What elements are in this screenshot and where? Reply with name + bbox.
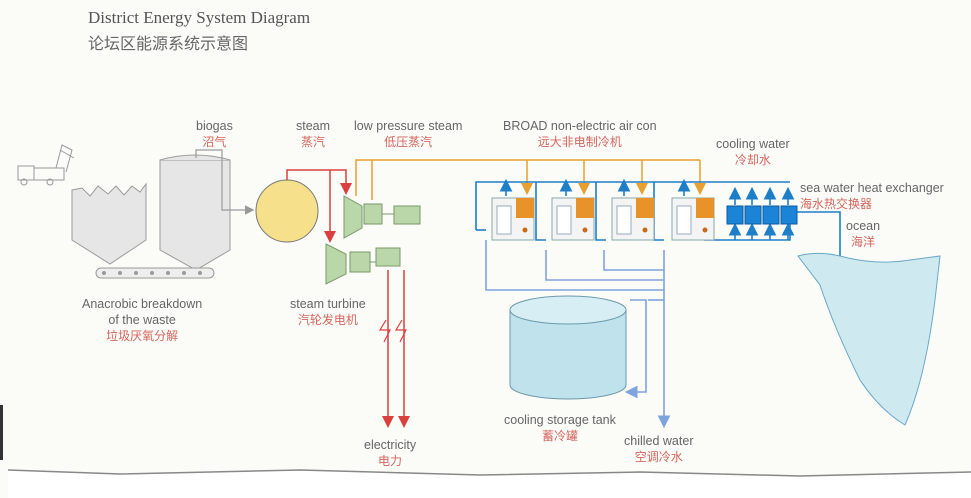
steam-turbine-upper <box>343 195 421 239</box>
aircon-unit-3 <box>611 197 655 241</box>
digester-tanks <box>71 154 231 279</box>
lp-steam-main <box>355 159 700 196</box>
aircon-units <box>491 197 715 241</box>
lightning-icon-1 <box>378 319 391 343</box>
biogas-pipe <box>195 149 255 215</box>
aircon-unit-4 <box>671 197 715 241</box>
ocean <box>797 252 941 426</box>
aircon-unit-2 <box>551 197 595 241</box>
boiler-sphere <box>255 179 319 243</box>
left-edge-mark <box>0 405 3 460</box>
diagram-subtitle: 论坛区能源系统示意图 <box>88 34 249 53</box>
lightning-icon-2 <box>394 319 407 343</box>
digester-tank-left <box>71 182 147 265</box>
aircon-unit-1 <box>491 197 535 241</box>
digester-tank-right <box>159 159 231 271</box>
waste-truck-icon <box>17 144 75 186</box>
cooling-storage-tank <box>509 295 627 400</box>
steam-pipe-top <box>286 169 352 195</box>
steam-turbine-lower <box>325 243 401 285</box>
chilled-water-return <box>485 240 664 291</box>
diagram-title: District Energy System Diagram <box>88 8 311 27</box>
conveyor-belt <box>95 267 215 279</box>
page-bottom-edge <box>8 470 971 498</box>
sea-water-heat-exchanger <box>726 205 798 225</box>
